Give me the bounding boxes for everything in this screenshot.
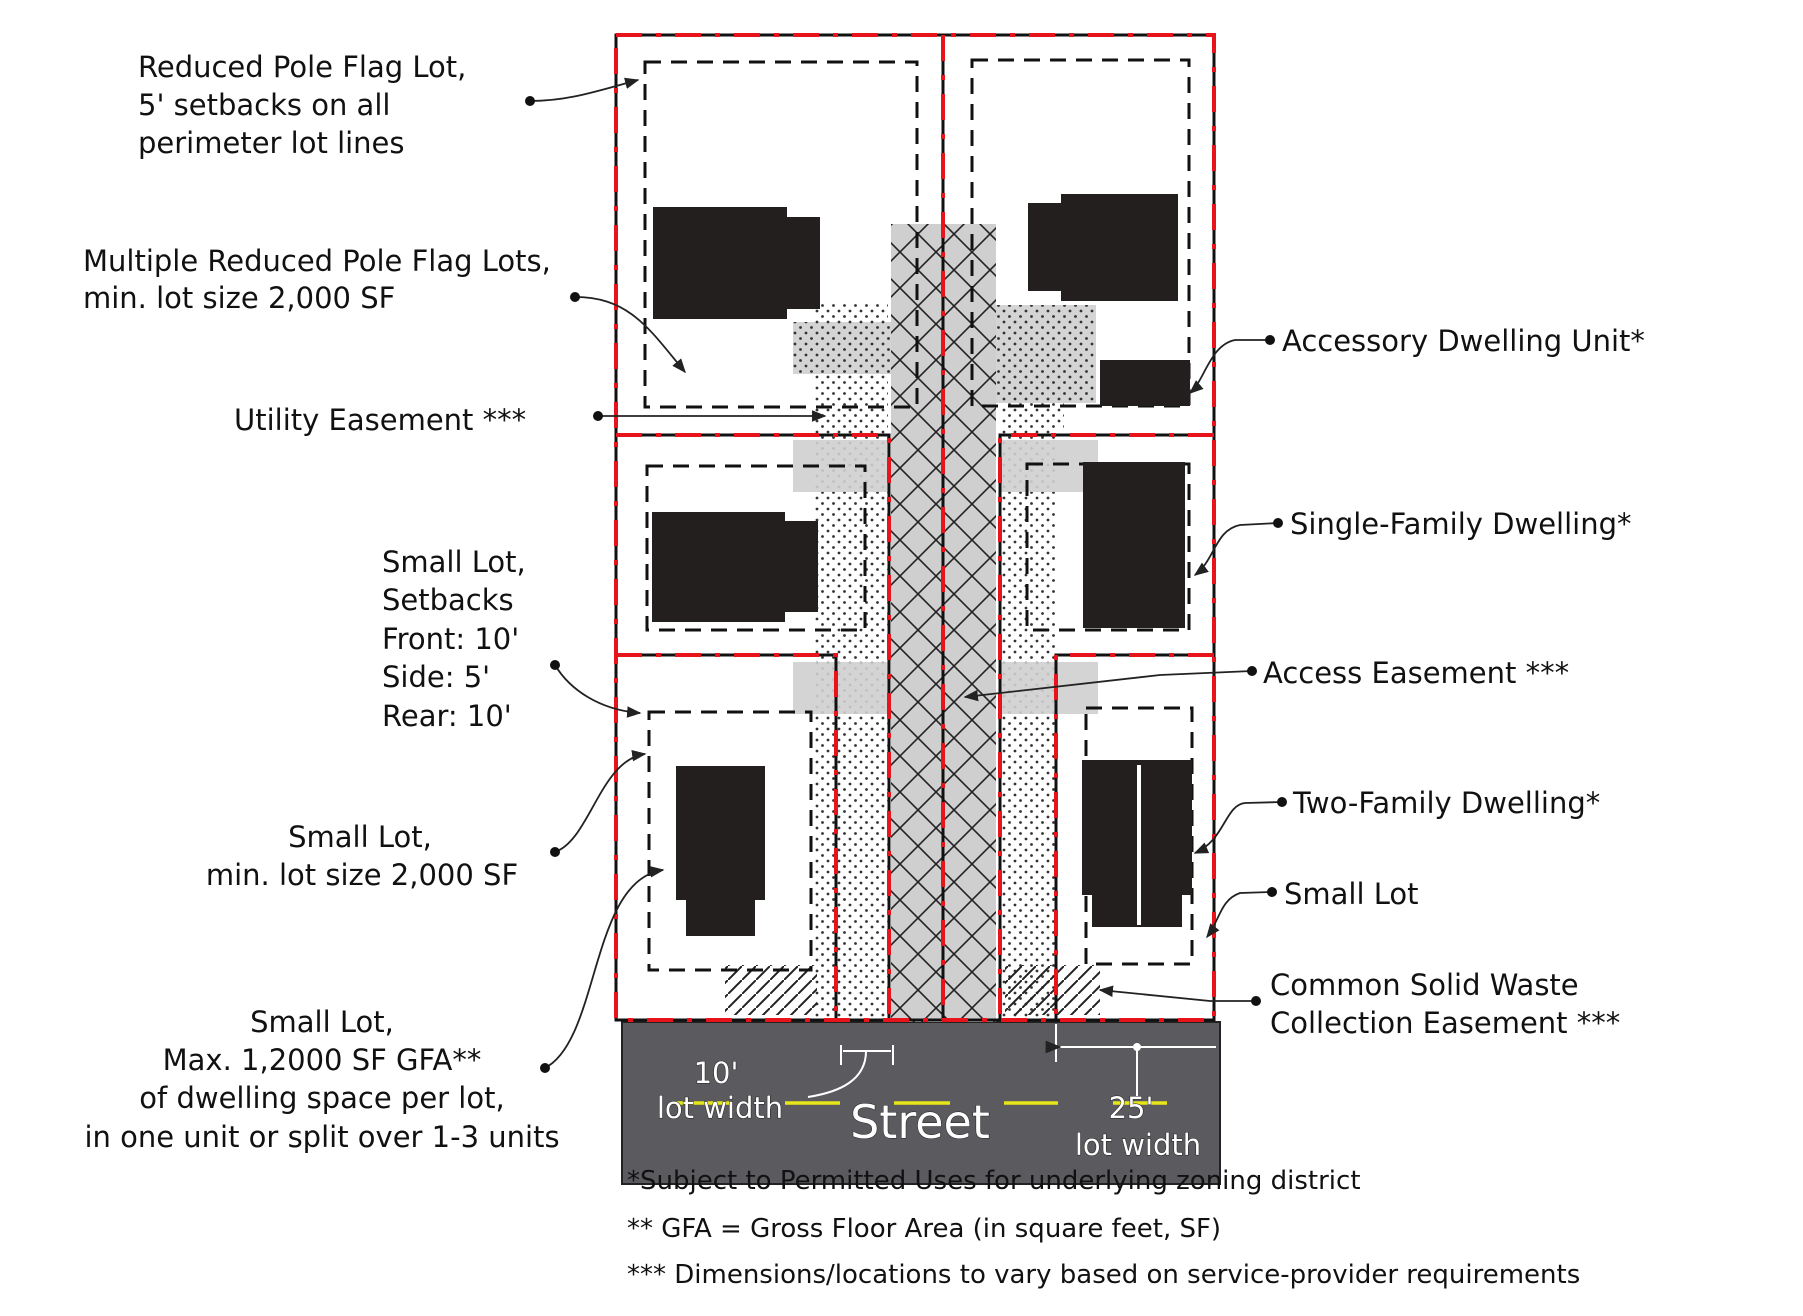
svg-text:Small Lot,: Small Lot,	[250, 1005, 394, 1039]
accessory-dwelling-unit	[1100, 360, 1190, 406]
label-small-lot: Small Lot	[1284, 877, 1419, 911]
svg-text:Collection Easement ***: Collection Easement ***	[1270, 1006, 1620, 1040]
svg-text:Reduced Pole Flag Lot,: Reduced Pole Flag Lot,	[138, 50, 466, 84]
svg-text:Side: 5': Side: 5'	[382, 660, 490, 694]
svg-text:Front: 10': Front: 10'	[382, 622, 519, 656]
svg-text:min. lot size 2,000 SF: min. lot size 2,000 SF	[83, 281, 395, 315]
left-dimension-label: lot width	[657, 1091, 783, 1125]
label-small-lot-min-size: Small Lot, min. lot size 2,000 SF	[206, 820, 518, 892]
label-multiple-pole-flag-lots: Multiple Reduced Pole Flag Lots, min. lo…	[83, 244, 551, 315]
building-top-left	[653, 207, 820, 319]
building-mid-left	[652, 512, 818, 622]
label-single-family-dwelling: Single-Family Dwelling*	[1290, 507, 1632, 541]
label-accessory-dwelling-unit: Accessory Dwelling Unit*	[1282, 324, 1645, 358]
dimension-marks	[807, 1024, 1216, 1098]
leader-two-family	[1193, 801, 1283, 854]
leader-setbacks	[554, 664, 642, 718]
leader-solid-waste	[1098, 985, 1256, 1002]
svg-text:Small Lot,: Small Lot,	[382, 545, 526, 579]
label-small-lot-setbacks: Small Lot, Setbacks Front: 10' Side: 5' …	[382, 545, 526, 733]
label-utility-easement: Utility Easement ***	[234, 403, 526, 437]
leader-small-lot-min	[554, 750, 647, 853]
label-access-easement: Access Easement ***	[1263, 656, 1569, 690]
leader-small-lot-gfa	[544, 866, 665, 1069]
leader-reduced-pole-flag	[529, 77, 640, 102]
footnotes: *Subject to Permitted Uses for underlyin…	[627, 1166, 1580, 1290]
svg-text:of dwelling space per lot,: of dwelling space per lot,	[139, 1081, 504, 1115]
svg-text:Rear: 10': Rear: 10'	[382, 699, 512, 733]
svg-text:Multiple Reduced Pole Flag Lot: Multiple Reduced Pole Flag Lots,	[83, 244, 551, 278]
leader-lines	[529, 77, 1283, 1069]
svg-text:min. lot size 2,000 SF: min. lot size 2,000 SF	[206, 858, 518, 892]
left-dimension-value: 10'	[694, 1056, 739, 1090]
leader-sfd	[1193, 522, 1279, 576]
street-name: Street	[850, 1095, 990, 1149]
svg-text:Setbacks: Setbacks	[382, 583, 514, 617]
footnote-2: ** GFA = Gross Floor Area (in square fee…	[627, 1214, 1221, 1244]
lot-lines	[614, 33, 1216, 1022]
svg-text:Max. 1,2000 SF GFA**: Max. 1,2000 SF GFA**	[163, 1043, 482, 1077]
building-top-right	[1028, 194, 1178, 301]
footnote-1: *Subject to Permitted Uses for underlyin…	[627, 1166, 1361, 1196]
single-family-dwelling	[1083, 462, 1185, 628]
svg-text:in one unit or split over 1-3: in one unit or split over 1-3 units	[84, 1120, 559, 1154]
svg-text:Common Solid Waste: Common Solid Waste	[1270, 968, 1579, 1002]
leader-access-easement	[963, 670, 1253, 702]
svg-text:5' setbacks on all: 5' setbacks on all	[138, 88, 390, 122]
label-small-lot-max-gfa: Small Lot, Max. 1,2000 SF GFA** of dwell…	[84, 1005, 559, 1154]
building-bottom-left	[676, 766, 765, 936]
buildings	[652, 194, 1192, 936]
leader-dots	[525, 96, 1287, 1073]
label-two-family-dwelling: Two-Family Dwelling*	[1292, 786, 1600, 820]
leader-small-lot	[1206, 891, 1273, 939]
solid-waste-easement-area	[725, 965, 1100, 1015]
label-reduced-pole-flag-lot: Reduced Pole Flag Lot, 5' setbacks on al…	[138, 50, 466, 160]
right-dimension-label: lot width	[1075, 1128, 1201, 1162]
right-dimension-value: 25'	[1109, 1091, 1154, 1125]
svg-text:perimeter lot lines: perimeter lot lines	[138, 126, 405, 160]
label-solid-waste-easement: Common Solid Waste Collection Easement *…	[1270, 968, 1620, 1040]
leader-adu	[1188, 339, 1270, 394]
footnote-3: *** Dimensions/locations to vary based o…	[627, 1260, 1580, 1290]
svg-text:Small Lot,: Small Lot,	[288, 820, 432, 854]
leader-multiple-pole-flag	[574, 296, 686, 374]
